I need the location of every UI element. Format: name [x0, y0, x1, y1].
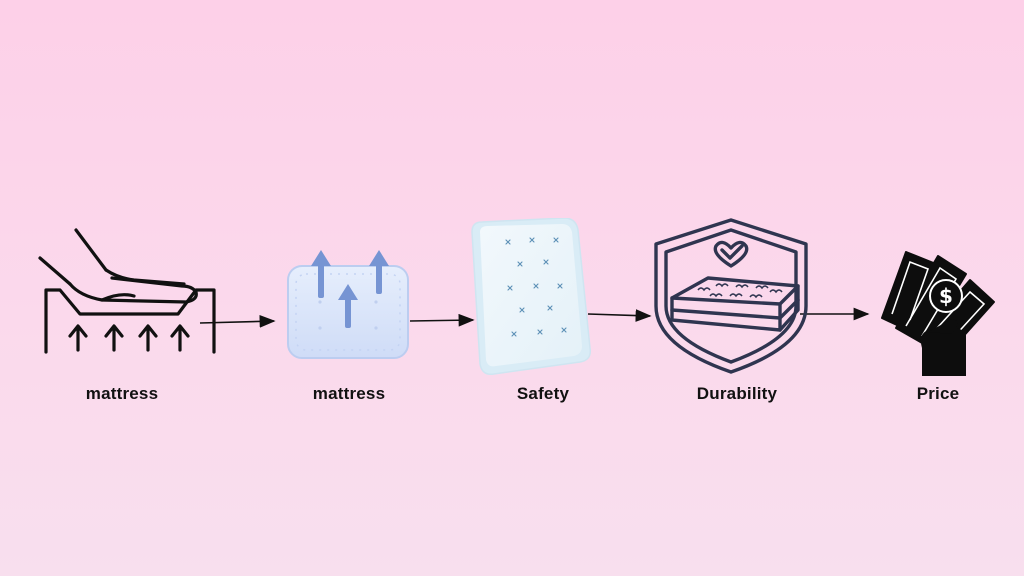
hand-pressing-mattress-icon — [38, 228, 216, 354]
step-5-label: Price — [916, 384, 960, 403]
step-3-label: Safety — [516, 384, 570, 403]
arrow-2-to-3 — [409, 313, 475, 327]
arrow-3-to-4 — [587, 309, 652, 322]
breathable-mattress-icon — [287, 250, 409, 359]
step-2-label: mattress — [312, 384, 386, 403]
step-4-label: Durability — [696, 384, 778, 403]
mattress-panel-icon — [471, 218, 592, 376]
shield-mattress-icon — [654, 218, 808, 374]
svg-text:$: $ — [939, 284, 953, 308]
step-1-label: mattress — [85, 384, 159, 403]
arrow-1-to-2 — [199, 314, 276, 328]
hand-holding-money-icon: $ — [881, 251, 995, 376]
